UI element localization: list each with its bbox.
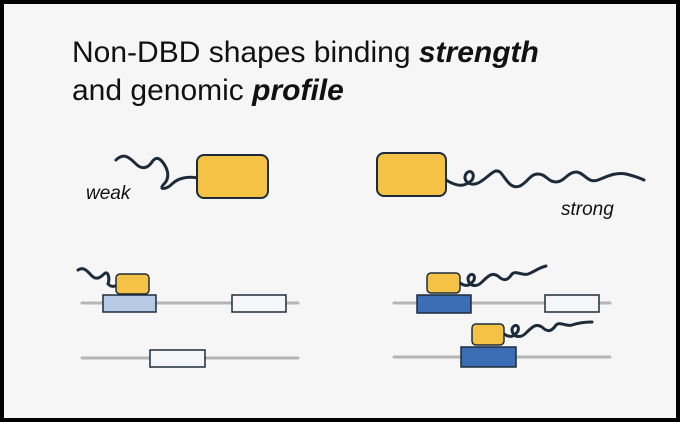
binding-site-unbound	[544, 294, 600, 313]
weak-protein	[196, 154, 269, 199]
strong-protein	[376, 152, 447, 197]
binding-site-bound	[102, 294, 157, 313]
strong-bound-idr-tail-bottom	[502, 320, 594, 338]
weak-label: weak	[86, 183, 132, 204]
figure-title: Non-DBD shapes binding strength and geno…	[72, 34, 539, 110]
weak-bound-idr-tail	[76, 267, 120, 288]
strong-label: strong	[561, 199, 614, 220]
binding-site-unbound	[231, 294, 287, 313]
strong-bound-idr-tail-top	[458, 264, 548, 287]
title-line2-prefix: and genomic	[72, 74, 253, 107]
weak-bound-protein	[115, 273, 150, 295]
binding-site-bound	[460, 346, 517, 368]
weak-idr-tail	[114, 154, 200, 190]
title-profile: profile	[252, 74, 344, 107]
binding-site-unbound	[149, 349, 206, 368]
binding-site-bound	[416, 294, 472, 314]
strong-bound-protein	[471, 323, 505, 346]
title-line1-prefix: Non-DBD shapes binding	[72, 36, 419, 69]
strong-idr-tail	[444, 169, 646, 189]
strong-bound-protein	[426, 272, 461, 294]
title-strength: strength	[418, 36, 539, 69]
